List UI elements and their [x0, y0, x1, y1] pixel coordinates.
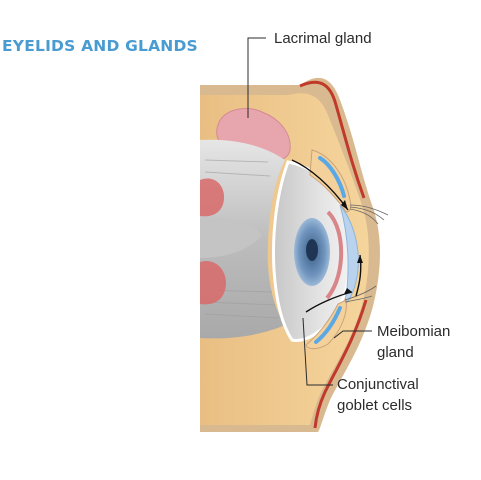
- conjunctival-goblet-label-line2: goblet cells: [337, 397, 413, 414]
- ciliary-body: [325, 210, 344, 300]
- muscle-lower-red: [200, 260, 226, 305]
- conjunctival-goblet-label-line1: Conjunctival: [337, 376, 419, 393]
- cornea: [339, 204, 359, 308]
- pupil: [306, 239, 318, 261]
- diagram-title: EYELIDS AND GLANDS: [2, 37, 198, 55]
- upper-lid-skin-line: [299, 80, 366, 199]
- meibomian-gland-label-line2: gland: [377, 344, 414, 361]
- leader-lines: [247, 37, 372, 386]
- muscle-mid: [200, 217, 262, 258]
- meibomian-gland-upper: [318, 156, 346, 198]
- lacrimal-gland-label: Lacrimal gland: [274, 30, 372, 47]
- arrowheads: [341, 200, 363, 294]
- meibomian-gland-label-line1: Meibomian: [377, 323, 451, 340]
- lower-lid-skin-line: [313, 299, 368, 429]
- muscle-upper-red: [200, 178, 225, 217]
- meibomian-gland-lower: [314, 306, 342, 344]
- eyelashes: [344, 204, 389, 303]
